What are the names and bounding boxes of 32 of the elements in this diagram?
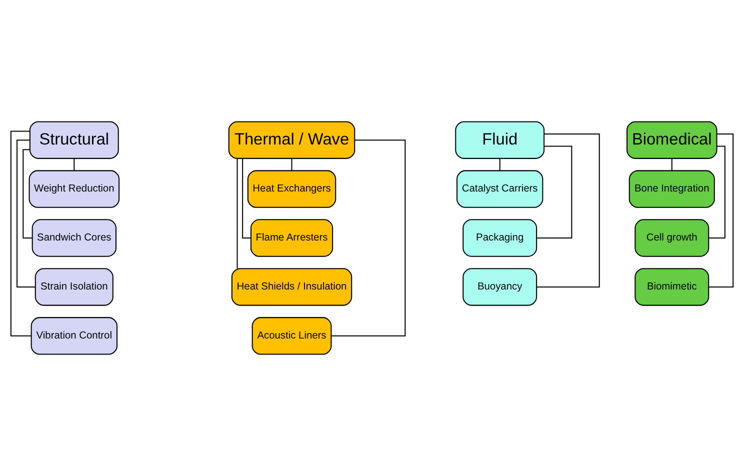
node-box: Biomedical — [626, 120, 718, 158]
node-box: Weight Reduction — [28, 170, 120, 208]
node-box: Acoustic Liners — [252, 316, 332, 354]
connector — [22, 148, 32, 238]
node-box: Bone Integration — [628, 170, 715, 208]
node-box: Cell growth — [634, 218, 710, 256]
connector — [499, 158, 500, 170]
node-box: Strain Isolation — [34, 268, 114, 306]
node-box: Heat Exchangers — [247, 170, 336, 208]
node-box: Structural — [29, 120, 119, 158]
node-box: Fluid — [455, 120, 545, 158]
connector — [242, 158, 251, 238]
connector — [708, 132, 734, 287]
node-box: Heat Shields / Insulation — [231, 268, 352, 306]
connector — [16, 139, 36, 287]
node-box: Catalyst Carriers — [456, 170, 544, 208]
node-box: Biomimetic — [634, 268, 710, 306]
connector — [10, 130, 32, 336]
connector — [236, 158, 238, 268]
node-box: Sandwich Cores — [32, 218, 116, 256]
node-box: Vibration Control — [30, 316, 118, 354]
connector — [536, 145, 572, 238]
connector — [708, 145, 726, 238]
node-box: Buoyancy — [462, 268, 538, 306]
connector — [536, 132, 600, 287]
node-box: Packaging — [462, 218, 538, 256]
connector — [331, 139, 406, 336]
connector — [671, 158, 672, 170]
connector — [74, 158, 75, 170]
connector — [291, 158, 292, 170]
node-box: Flame Arresters — [250, 218, 334, 256]
node-box: Thermal / Wave — [228, 120, 356, 158]
